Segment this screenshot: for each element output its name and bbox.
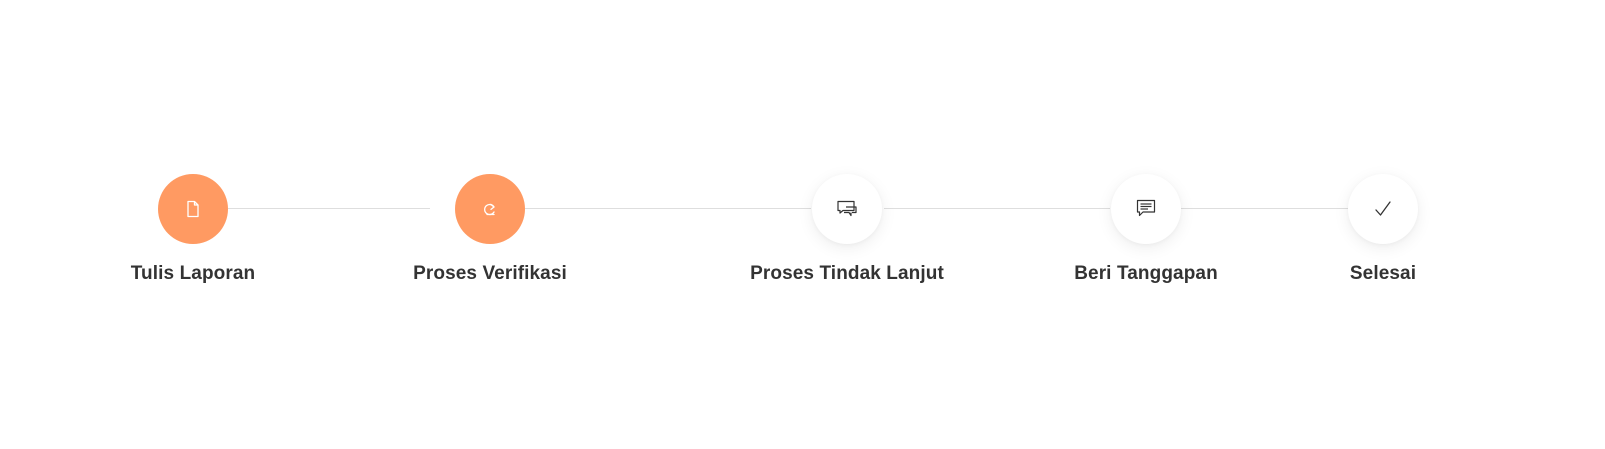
step-connector [1181, 208, 1348, 209]
message-icon [1136, 199, 1156, 217]
step-icon-circle [158, 174, 228, 244]
step-label: Proses Tindak Lanjut [750, 263, 944, 284]
step-label: Proses Verifikasi [413, 263, 567, 284]
chat-bubbles-icon [837, 200, 857, 217]
step-connector [884, 208, 1110, 209]
step-icon-circle [812, 174, 882, 244]
document-icon [187, 200, 199, 218]
step-connector [525, 208, 811, 209]
step-label: Beri Tanggapan [1074, 263, 1218, 284]
checkmark-icon [1375, 201, 1391, 216]
step-connector [228, 208, 430, 209]
step-icon-circle [1111, 174, 1181, 244]
redo-arrow-icon [484, 203, 495, 216]
step-icon-circle [1348, 174, 1418, 244]
step-label: Selesai [1349, 263, 1417, 284]
step-label: Tulis Laporan [130, 263, 256, 284]
step-icon-circle [455, 174, 525, 244]
